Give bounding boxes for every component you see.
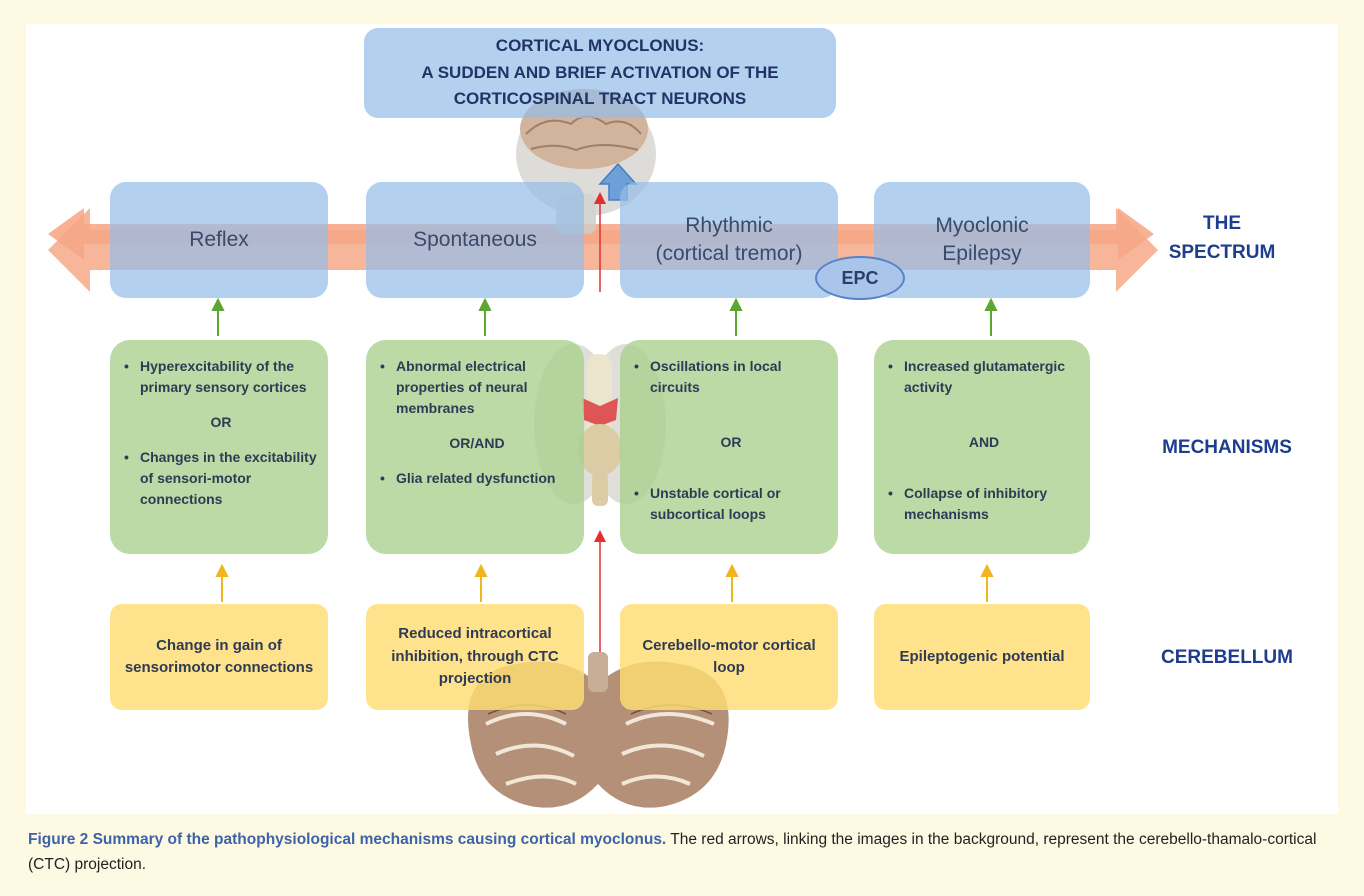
mechanism-box-reflex: •Hyperexcitability of the primary sensor… [110,340,328,554]
cerebellum-box-myoclonic-epilepsy: Epileptogenic potential [874,604,1090,710]
spectrum-label: Rhythmic [685,212,773,240]
spectrum-label: Spontaneous [413,226,537,254]
mechanism-bullet: •Glia related dysfunction [380,468,574,489]
cerebellum-box-spontaneous: Reduced intracortical inhibition, throug… [366,604,584,710]
spectrum-label-sub: (cortical tremor) [655,240,802,268]
caption-head: Figure 2 Summary of the pathophysiologic… [28,831,666,848]
mechanism-bullet: •Collapse of inhibitory mechanisms [888,483,1080,525]
mechanism-conjunction: OR [634,432,828,453]
mechanism-bullet: •Abnormal electrical properties of neura… [380,356,574,419]
spectrum-box-spontaneous: Spontaneous [366,182,584,298]
mechanism-bullet: •Increased glutamatergic activity [888,356,1080,398]
row-label-spectrum: THE SPECTRUM [1152,210,1292,267]
mechanism-conjunction: AND [888,432,1080,453]
spectrum-label: Myoclonic [935,212,1028,240]
yellow-arrows [217,566,992,602]
title-line-3: CORTICOSPINAL TRACT NEURONS [454,86,746,112]
spectrum-box-rhythmic: Rhythmic (cortical tremor) [620,182,838,298]
mechanism-bullet: •Hyperexcitability of the primary sensor… [124,356,318,398]
cerebellum-box-reflex: Change in gain of sensorimotor connectio… [110,604,328,710]
cerebellum-box-rhythmic: Cerebello-motor cortical loop [620,604,838,710]
mechanism-bullet: •Oscillations in local circuits [634,356,828,398]
green-arrows [213,300,996,336]
mechanism-bullet: •Changes in the excitability of sensori-… [124,447,318,510]
mechanism-box-spontaneous: •Abnormal electrical properties of neura… [366,340,584,554]
title-box: CORTICAL MYOCLONUS: A SUDDEN AND BRIEF A… [364,28,836,118]
row-label-mechanisms: MECHANISMS [1152,434,1302,463]
mechanism-box-myoclonic-epilepsy: •Increased glutamatergic activity AND •C… [874,340,1090,554]
mechanism-bullet: •Unstable cortical or subcortical loops [634,483,828,525]
spectrum-label: Reflex [189,226,249,254]
figure-caption: Figure 2 Summary of the pathophysiologic… [28,828,1338,878]
mechanism-conjunction: OR/AND [380,433,574,454]
spectrum-label-sub: Epilepsy [942,240,1021,268]
mechanism-conjunction: OR [124,412,318,433]
ctc-arrow-lower-head [594,530,606,542]
epc-ellipse: EPC [815,256,905,300]
title-line-1: CORTICAL MYOCLONUS: [496,33,704,59]
row-label-cerebellum: CEREBELLUM [1152,644,1302,673]
figure-panel: CORTICAL MYOCLONUS: A SUDDEN AND BRIEF A… [26,24,1338,814]
spectrum-box-reflex: Reflex [110,182,328,298]
spectrum-box-myoclonic-epilepsy: Myoclonic Epilepsy [874,182,1090,298]
title-line-2: A SUDDEN AND BRIEF ACTIVATION OF THE [421,60,778,86]
mechanism-box-rhythmic: •Oscillations in local circuits OR •Unst… [620,340,838,554]
